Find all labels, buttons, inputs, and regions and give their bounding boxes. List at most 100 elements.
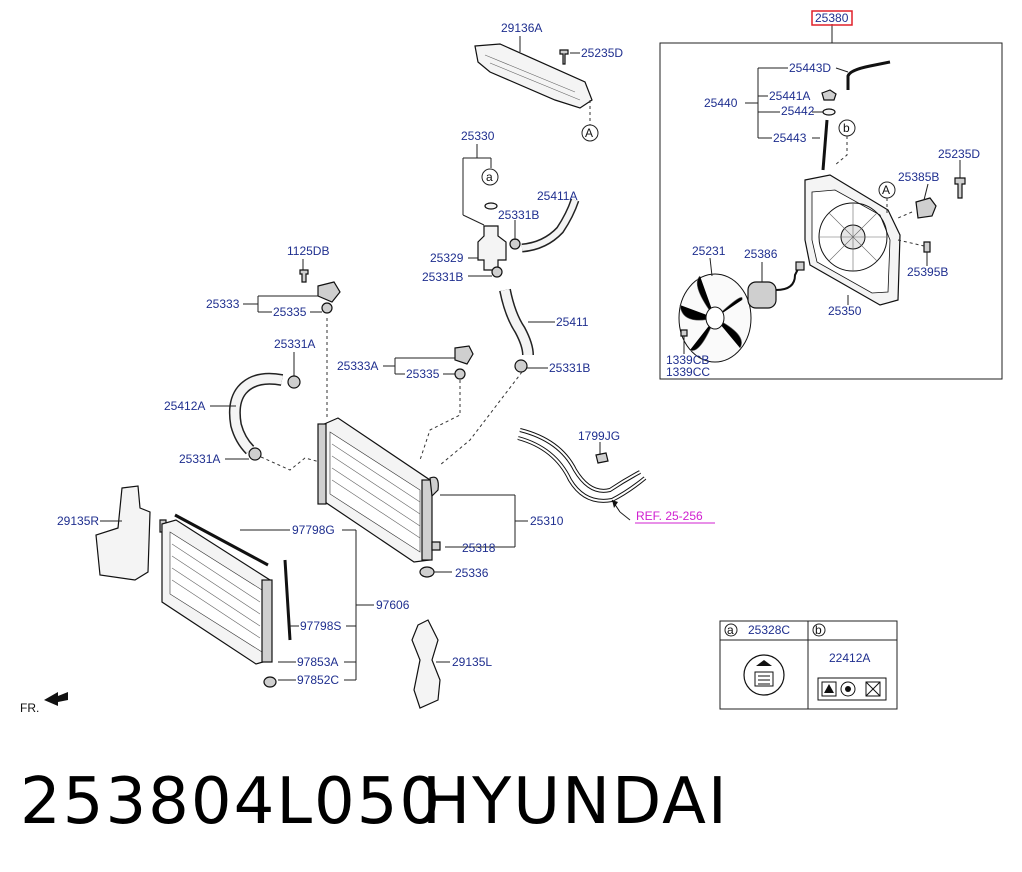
- label-25331A-upper: 25331A: [274, 337, 315, 351]
- label-25350: 25350: [828, 304, 862, 318]
- fan-shroud-25350: [804, 174, 901, 306]
- label-1339CC: 1339CC: [666, 365, 710, 379]
- label-25331B-mid: 25331B: [422, 270, 463, 284]
- label-97798G: 97798G: [292, 523, 335, 537]
- label-25440: 25440: [704, 96, 738, 110]
- label-25318: 25318: [462, 541, 496, 555]
- label-97853A: 97853A: [297, 655, 338, 669]
- filler-neck-25329: [477, 225, 507, 271]
- label-25412A: 25412A: [164, 399, 205, 413]
- insulator-97852C: [263, 676, 277, 688]
- bracket-25333A: [454, 345, 474, 365]
- label-25333A: 25333A: [337, 359, 378, 373]
- insulator-25336: [419, 566, 435, 578]
- label-97798S: 97798S: [300, 619, 341, 633]
- clip-1799JG: [595, 452, 609, 464]
- clamp-25331B-lower: [514, 359, 528, 373]
- clamp-25331A-upper: [287, 375, 301, 389]
- label-25336: 25336: [455, 566, 489, 580]
- fan-shroud-assembly-group: 25380 25443D 25441A 25440 25442 25443 b: [659, 10, 1003, 380]
- fan-blade-25231: [678, 273, 752, 363]
- part-number-footer: 253804L050: [20, 765, 442, 839]
- overflow-hose-lower: [821, 119, 829, 171]
- label-29135L: 29135L: [452, 655, 492, 669]
- label-1339CB: 1339CB: [666, 353, 709, 367]
- label-25330: 25330: [461, 129, 495, 143]
- front-direction-indicator: FR.: [20, 692, 68, 715]
- label-25231: 25231: [692, 244, 726, 258]
- label-25335-center: 25335: [406, 367, 440, 381]
- label-25385B: 25385B: [898, 170, 939, 184]
- label-25235D-box: 25235D: [938, 147, 980, 161]
- marker-a: a: [486, 170, 493, 184]
- washer-25442: [822, 108, 836, 116]
- clamp-25331B-upper: [509, 238, 521, 250]
- label-25442: 25442: [781, 104, 815, 118]
- condenser-97606: [161, 519, 273, 665]
- legend-table: a 25328C b 22412A: [719, 620, 898, 710]
- label-25443: 25443: [773, 131, 807, 145]
- label-97852C: 97852C: [297, 673, 339, 687]
- radiator-cap-label-icon: [743, 654, 785, 696]
- label-97606: 97606: [376, 598, 410, 612]
- marker-A-box: A: [882, 183, 890, 197]
- drain-plug-25318: [431, 541, 441, 551]
- clip-25441A: [821, 89, 837, 101]
- bolt-25235D-top: [559, 49, 569, 65]
- caution-label-icon: [817, 677, 887, 701]
- marker-A-top: A: [585, 126, 593, 140]
- filler-cap-seal: [484, 202, 498, 210]
- label-25411A: 25411A: [537, 189, 577, 203]
- air-guard-29135L: 29135L: [411, 619, 492, 709]
- seal-97798G: [174, 513, 269, 567]
- nut-1339CB: [680, 329, 688, 337]
- label-29135R: 29135R: [57, 514, 99, 528]
- marker-b: b: [843, 121, 850, 135]
- bracket-25333: [317, 281, 341, 303]
- label-1799JG: 1799JG: [578, 429, 620, 443]
- insulator-25335-left: [321, 302, 333, 314]
- fan-motor-25386: [747, 261, 805, 309]
- label-ref-25-256: REF. 25-256: [636, 509, 703, 523]
- label-25443D: 25443D: [789, 61, 831, 75]
- air-guard-29136A: [474, 43, 593, 109]
- legend-b-code: 22412A: [829, 651, 870, 665]
- highlight-box: [811, 10, 853, 26]
- label-25395B: 25395B: [907, 265, 948, 279]
- label-25329: 25329: [430, 251, 464, 265]
- label-25411: 25411: [556, 315, 589, 329]
- legend-a-code: 25328C: [748, 623, 790, 637]
- oil-cooler-hose-group: 1799JG REF. 25-256: [517, 428, 715, 524]
- left-bracket-group: 1125DB 25333 25335 25331A 25412A 25331A: [164, 244, 341, 471]
- label-25310: 25310: [530, 514, 564, 528]
- bolt-1125DB: [299, 269, 309, 283]
- brand-footer: HYUNDAI: [422, 765, 729, 839]
- front-arrow-icon: [44, 692, 68, 706]
- air-guard-29135R: 29135R: [57, 485, 167, 581]
- insulator-25335-center: [454, 368, 466, 380]
- assembly-frame: [659, 42, 1003, 380]
- resistor-25385B: [915, 197, 937, 219]
- label-25386: 25386: [744, 247, 778, 261]
- legend-a-letter: a: [727, 623, 734, 637]
- filler-neck-group: 25330 a 25329 25331B 25331B 25411A 25411…: [422, 129, 590, 375]
- label-25331B-lower: 25331B: [549, 361, 590, 375]
- center-bracket-group: 25333A 25335: [337, 345, 523, 466]
- clamp-25331B-mid: [491, 266, 503, 278]
- legend-b-letter: b: [815, 623, 822, 637]
- clamp-25331A-lower: [248, 447, 262, 461]
- label-1125DB: 1125DB: [287, 244, 329, 258]
- label-25331B-upper: 25331B: [498, 208, 539, 222]
- label-25441A: 25441A: [769, 89, 810, 103]
- air-guard-group: 29136A 25235D A: [474, 21, 623, 142]
- screw-25395B: [923, 241, 931, 253]
- label-25380: 25380: [815, 11, 849, 25]
- label-fr: FR.: [20, 701, 39, 715]
- label-25335-left: 25335: [273, 305, 307, 319]
- seal-97798S: [283, 559, 292, 641]
- radiator-25310: [317, 417, 439, 563]
- label-29136A: 29136A: [501, 21, 542, 35]
- label-25235D-top: 25235D: [581, 46, 623, 60]
- label-25333: 25333: [206, 297, 240, 311]
